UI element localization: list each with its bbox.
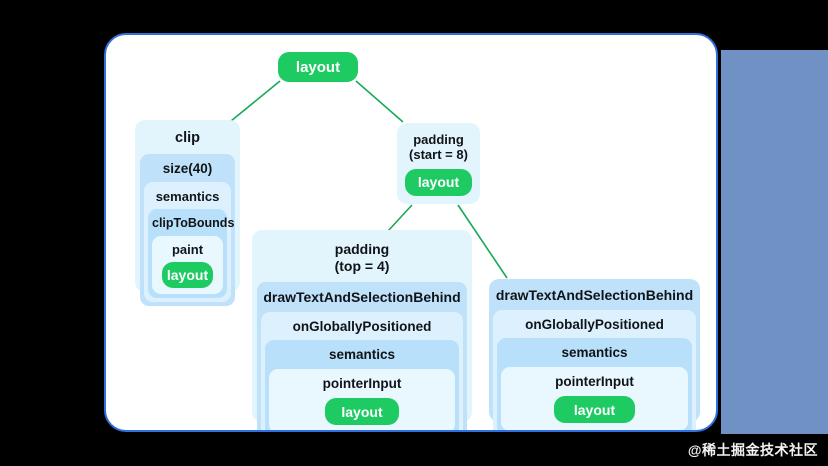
node-ongloballypositioned-center[interactable]: onGloballyPositioned semantics pointerIn… xyxy=(261,311,463,430)
node-label-padding-top: padding (top = 4) xyxy=(334,241,390,274)
node-drawtextandselectionbehind-center[interactable]: drawTextAndSelectionBehind onGloballyPos… xyxy=(257,282,467,430)
node-semantics-right[interactable]: semantics pointerInput layout xyxy=(497,338,692,430)
edge-root-to-padding-start xyxy=(355,80,404,123)
node-label-pointerinput-right: pointerInput xyxy=(555,374,634,390)
node-label-drawtext-center: drawTextAndSelectionBehind xyxy=(263,289,461,306)
node-label-semantics-center: semantics xyxy=(328,347,396,363)
node-semantics-center[interactable]: semantics pointerInput layout xyxy=(265,340,459,430)
node-label-ongloballypositioned-center: onGloballyPositioned xyxy=(292,318,432,334)
node-pointerinput-right[interactable]: pointerInput layout xyxy=(501,367,688,430)
node-cliptobounds[interactable]: clipToBounds paint layout xyxy=(148,209,235,299)
node-clip-stack[interactable]: clip size(40) semantics clipToBounds pai… xyxy=(135,120,240,307)
node-label-drawtext-right: drawTextAndSelectionBehind xyxy=(495,287,694,303)
edge-paddingstart-to-paddingtop xyxy=(387,204,413,232)
node-pointerinput-center[interactable]: pointerInput layout xyxy=(269,369,455,430)
node-padding-start[interactable]: padding (start = 8) layout xyxy=(397,123,480,204)
node-label-ongloballypositioned-right: onGloballyPositioned xyxy=(525,316,664,332)
node-root-layout[interactable]: layout xyxy=(278,52,358,82)
node-drawtext-stack-right[interactable]: drawTextAndSelectionBehind onGloballyPos… xyxy=(489,279,700,430)
node-label-semantics-right: semantics xyxy=(561,345,628,361)
node-padding-top-leaf-layout[interactable]: layout xyxy=(325,398,399,426)
node-ongloballypositioned-right[interactable]: onGloballyPositioned semantics pointerIn… xyxy=(493,309,696,430)
node-label-clip: clip xyxy=(175,130,200,146)
node-clip-leaf-layout[interactable]: layout xyxy=(162,262,213,289)
diagram-card: layout clip size(40) semantics clipToBou… xyxy=(104,33,718,432)
edge-root-to-clip xyxy=(230,80,281,122)
node-paint[interactable]: paint layout xyxy=(152,236,223,295)
node-label-cliptobounds: clipToBounds xyxy=(152,216,235,231)
node-label-padding-start: padding (start = 8) xyxy=(409,132,468,163)
node-size40[interactable]: size(40) semantics clipToBounds paint la… xyxy=(140,154,235,307)
watermark-text: @稀土掘金技术社区 xyxy=(687,442,818,458)
node-padding-start-leaf-layout[interactable]: layout xyxy=(405,168,472,196)
side-panel xyxy=(721,50,828,434)
node-label-size40: size(40) xyxy=(162,161,213,177)
node-label-paint: paint xyxy=(171,242,204,258)
node-padding-top-stack[interactable]: padding (top = 4) drawTextAndSelectionBe… xyxy=(252,230,472,430)
node-semantics[interactable]: semantics clipToBounds paint layout xyxy=(144,182,235,303)
node-label-semantics: semantics xyxy=(155,189,220,205)
node-drawtext-leaf-layout[interactable]: layout xyxy=(554,396,635,424)
node-label-pointerinput-center: pointerInput xyxy=(322,376,402,392)
